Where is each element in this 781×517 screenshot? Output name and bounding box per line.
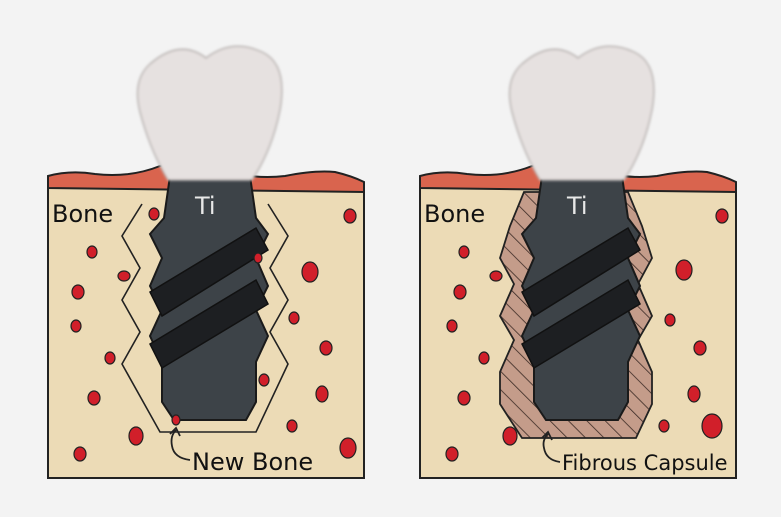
bone-label: Bone [424, 200, 485, 228]
marrow-spot [693, 340, 707, 356]
implant-label: Ti [566, 192, 588, 220]
annotation-leader [170, 429, 191, 461]
implant-thread [149, 226, 269, 318]
arrow-head-icon [169, 426, 181, 437]
marrow-spot [73, 446, 87, 462]
annotation-label: New Bone [192, 448, 313, 476]
implant-thread [521, 278, 641, 370]
tooth-crown [508, 45, 655, 181]
marrow-spot [71, 284, 85, 300]
marrow-spot [457, 390, 471, 406]
marrow-spot [258, 373, 270, 387]
marrow-spot [687, 385, 701, 403]
marrow-spot [446, 319, 458, 333]
marrow-spot [319, 340, 333, 356]
marrow-spot [87, 390, 101, 406]
marrow-spot [453, 284, 467, 300]
marrow-spot [658, 419, 670, 433]
marrow-spot [343, 208, 357, 224]
marrow-spot [286, 419, 298, 433]
marrow-spot [458, 245, 470, 259]
marrow-spot [301, 261, 319, 283]
new-bone-boundary [121, 203, 289, 433]
annotation-label: Fibrous Capsule [562, 451, 728, 475]
marrow-spot [148, 207, 160, 221]
marrow-spot [315, 385, 329, 403]
marrow-spots [70, 207, 357, 462]
marrow-spot [489, 270, 503, 282]
marrow-spot [86, 245, 98, 259]
implant-label: Ti [194, 192, 216, 220]
marrow-spot [288, 311, 300, 325]
marrow-spot [253, 252, 263, 264]
marrow-spot [339, 437, 357, 459]
marrow-spot [664, 313, 676, 327]
tooth-crown [136, 45, 283, 181]
marrow-spot [478, 351, 490, 365]
marrow-spot [104, 351, 116, 365]
panel-new-bone: Bone Ti New Bone [47, 45, 365, 479]
marrow-spot [675, 259, 693, 281]
marrow-spots [445, 208, 729, 462]
bone-label: Bone [52, 200, 113, 228]
marrow-spot [502, 426, 518, 446]
marrow-spot [70, 319, 82, 333]
panel-fibrous-capsule: Bone Ti Fibrous Capsule [419, 45, 737, 479]
marrow-spot [128, 426, 144, 446]
arrow-head-icon [541, 430, 553, 441]
annotation-leader [542, 433, 561, 463]
marrow-spot [171, 414, 181, 426]
marrow-spot [445, 446, 459, 462]
marrow-spot [701, 413, 723, 439]
marrow-spot [715, 208, 729, 224]
marrow-spot [117, 270, 131, 282]
implant-thread [149, 278, 269, 370]
implant-thread [521, 226, 641, 318]
